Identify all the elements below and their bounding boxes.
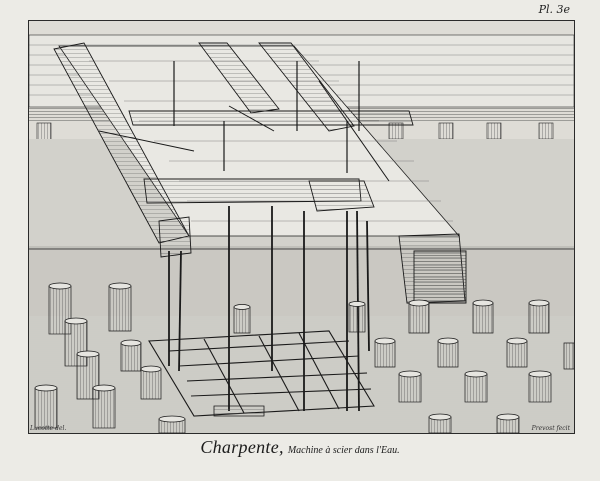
plate-caption: Charpente, Machine à scier dans l'Eau. bbox=[0, 437, 600, 458]
plate-subtitle: Machine à scier dans l'Eau. bbox=[287, 445, 400, 456]
plate-title: Charpente, bbox=[200, 437, 284, 457]
piles bbox=[34, 282, 574, 433]
engraving-image bbox=[28, 20, 575, 434]
credit-drawer: Lucotte del. bbox=[30, 425, 67, 432]
credit-engraver: Prevost fecit bbox=[531, 425, 570, 432]
sawing-machine-illustration bbox=[29, 21, 574, 433]
plate-number: Pl. 3e bbox=[538, 3, 570, 16]
